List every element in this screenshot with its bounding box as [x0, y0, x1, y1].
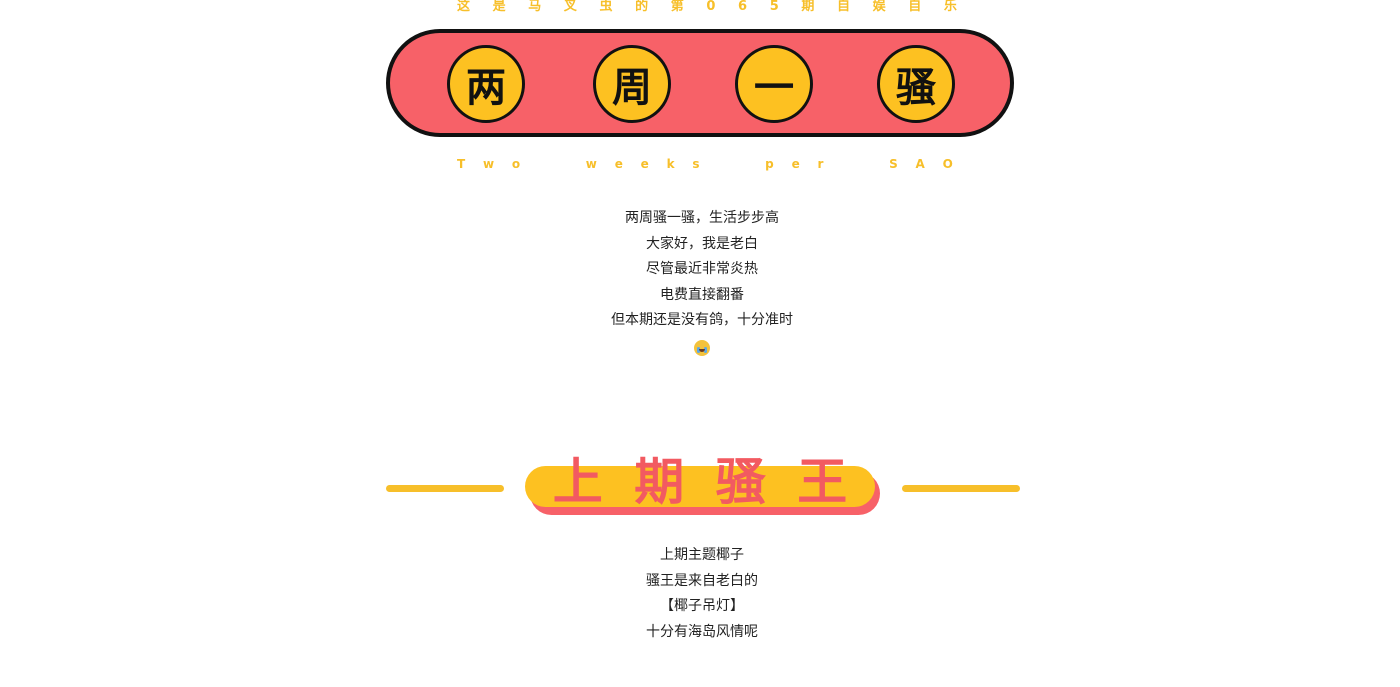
tagline-char: 6	[738, 0, 748, 14]
tagline-char: 期	[801, 0, 815, 14]
section-divider-left	[386, 485, 504, 492]
section-title-char: 期	[634, 453, 685, 511]
section-title: 上 期 骚 王	[525, 446, 875, 511]
title-coin-4: 骚	[877, 45, 955, 123]
word-gap	[538, 157, 568, 173]
title-coin-char: 骚	[896, 64, 936, 111]
crying-face-icon	[694, 339, 710, 356]
section-title-char: 上	[552, 453, 603, 511]
sub-tagline-char: o	[511, 157, 521, 171]
intro-line: 大家好，我是老白	[646, 235, 758, 252]
tagline-char: 是	[492, 0, 506, 14]
sub-tagline-char: w	[585, 157, 597, 171]
tagline-char: 这	[457, 0, 471, 14]
sub-tagline-char: S	[889, 157, 898, 171]
intro-line: 电费直接翻番	[660, 286, 744, 303]
tagline-char: 叉	[563, 0, 577, 14]
sub-tagline-char: k	[666, 157, 675, 171]
tagline-char: 的	[635, 0, 649, 14]
sub-tagline-char: O	[942, 157, 953, 171]
title-coin-char: 周	[612, 64, 652, 111]
title-coin-char: 一	[754, 64, 794, 111]
tagline-char: 虫	[599, 0, 613, 14]
intro-text: 两周骚一骚，生活步步高 大家好，我是老白 尽管最近非常炎热 电费直接翻番 但本期…	[500, 206, 904, 359]
sub-tagline-char: e	[614, 157, 623, 171]
tagline-char: 自	[836, 0, 850, 14]
top-tagline: 这 是 马 叉 虫 的 第 0 6 5 期 自 娱 自 乐	[457, 0, 957, 16]
tagline-char: 自	[908, 0, 922, 14]
section-title-pill	[525, 466, 875, 507]
word-gap	[717, 157, 747, 173]
section-divider-right	[902, 485, 1020, 492]
word-gap	[841, 157, 871, 173]
section-title-char: 骚	[715, 453, 766, 511]
title-coin-2: 周	[593, 45, 671, 123]
sub-tagline-char: e	[791, 157, 800, 171]
section-title-char: 王	[797, 453, 848, 511]
sub-tagline: T w o w e e k s p e r S A O	[457, 157, 953, 173]
tagline-char: 第	[670, 0, 684, 14]
sub-tagline-char: r	[817, 157, 824, 171]
sub-tagline-char: A	[915, 157, 925, 171]
section-line: 十分有海岛风情呢	[646, 623, 758, 640]
tagline-char: 娱	[872, 0, 886, 14]
sub-tagline-char: p	[765, 157, 774, 171]
tagline-char: 5	[769, 0, 779, 14]
sub-tagline-char: e	[640, 157, 649, 171]
intro-line: 尽管最近非常炎热	[646, 261, 758, 277]
title-coin-char: 两	[466, 64, 506, 111]
sub-tagline-char: w	[483, 157, 495, 171]
intro-line: 但本期还是没有鸽，十分准时	[611, 312, 793, 328]
section-line: 上期主题椰子	[660, 547, 744, 563]
tagline-char: 0	[706, 0, 716, 14]
sub-tagline-char: s	[692, 157, 700, 171]
section-line: 【椰子吊灯】	[660, 598, 744, 614]
tagline-char: 马	[528, 0, 542, 14]
section-line: 骚王是来自老白的	[646, 572, 758, 589]
intro-line: 两周骚一骚，生活步步高	[625, 210, 779, 226]
tagline-char: 乐	[943, 0, 957, 14]
sub-tagline-char: T	[457, 157, 466, 171]
title-coin-3: 一	[735, 45, 813, 123]
title-coin-1: 两	[447, 45, 525, 123]
section-text: 上期主题椰子 骚王是来自老白的 【椰子吊灯】 十分有海岛风情呢	[500, 543, 904, 645]
